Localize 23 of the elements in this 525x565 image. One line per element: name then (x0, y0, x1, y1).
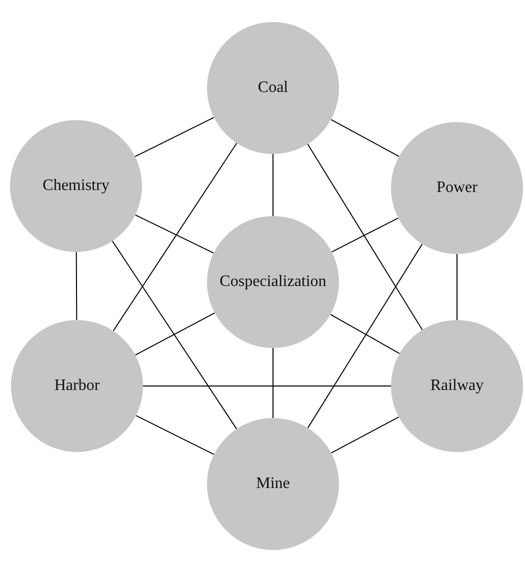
connector-line (330, 119, 400, 157)
connector-line (134, 214, 214, 254)
connector-line (307, 144, 423, 330)
node-label: Chemistry (42, 177, 110, 195)
node-label: Harbor (54, 377, 100, 395)
connector-line (134, 312, 216, 356)
node-label: Cospecialization (220, 273, 326, 291)
connector-line (330, 314, 400, 354)
connector-line (134, 116, 214, 158)
node-label: Mine (256, 475, 290, 493)
connector-line (331, 218, 399, 252)
node-label: Power (436, 179, 478, 197)
connector-line (112, 142, 238, 332)
connector-line (136, 415, 214, 455)
connector-line (307, 244, 423, 428)
connector-line (330, 416, 400, 454)
node-label: Railway (430, 377, 484, 395)
connector-line (272, 154, 274, 216)
connector-line (76, 252, 78, 320)
node-label: Coal (258, 79, 288, 97)
connector-line (272, 348, 274, 418)
connector-line (112, 240, 238, 430)
connector-line (456, 254, 458, 320)
